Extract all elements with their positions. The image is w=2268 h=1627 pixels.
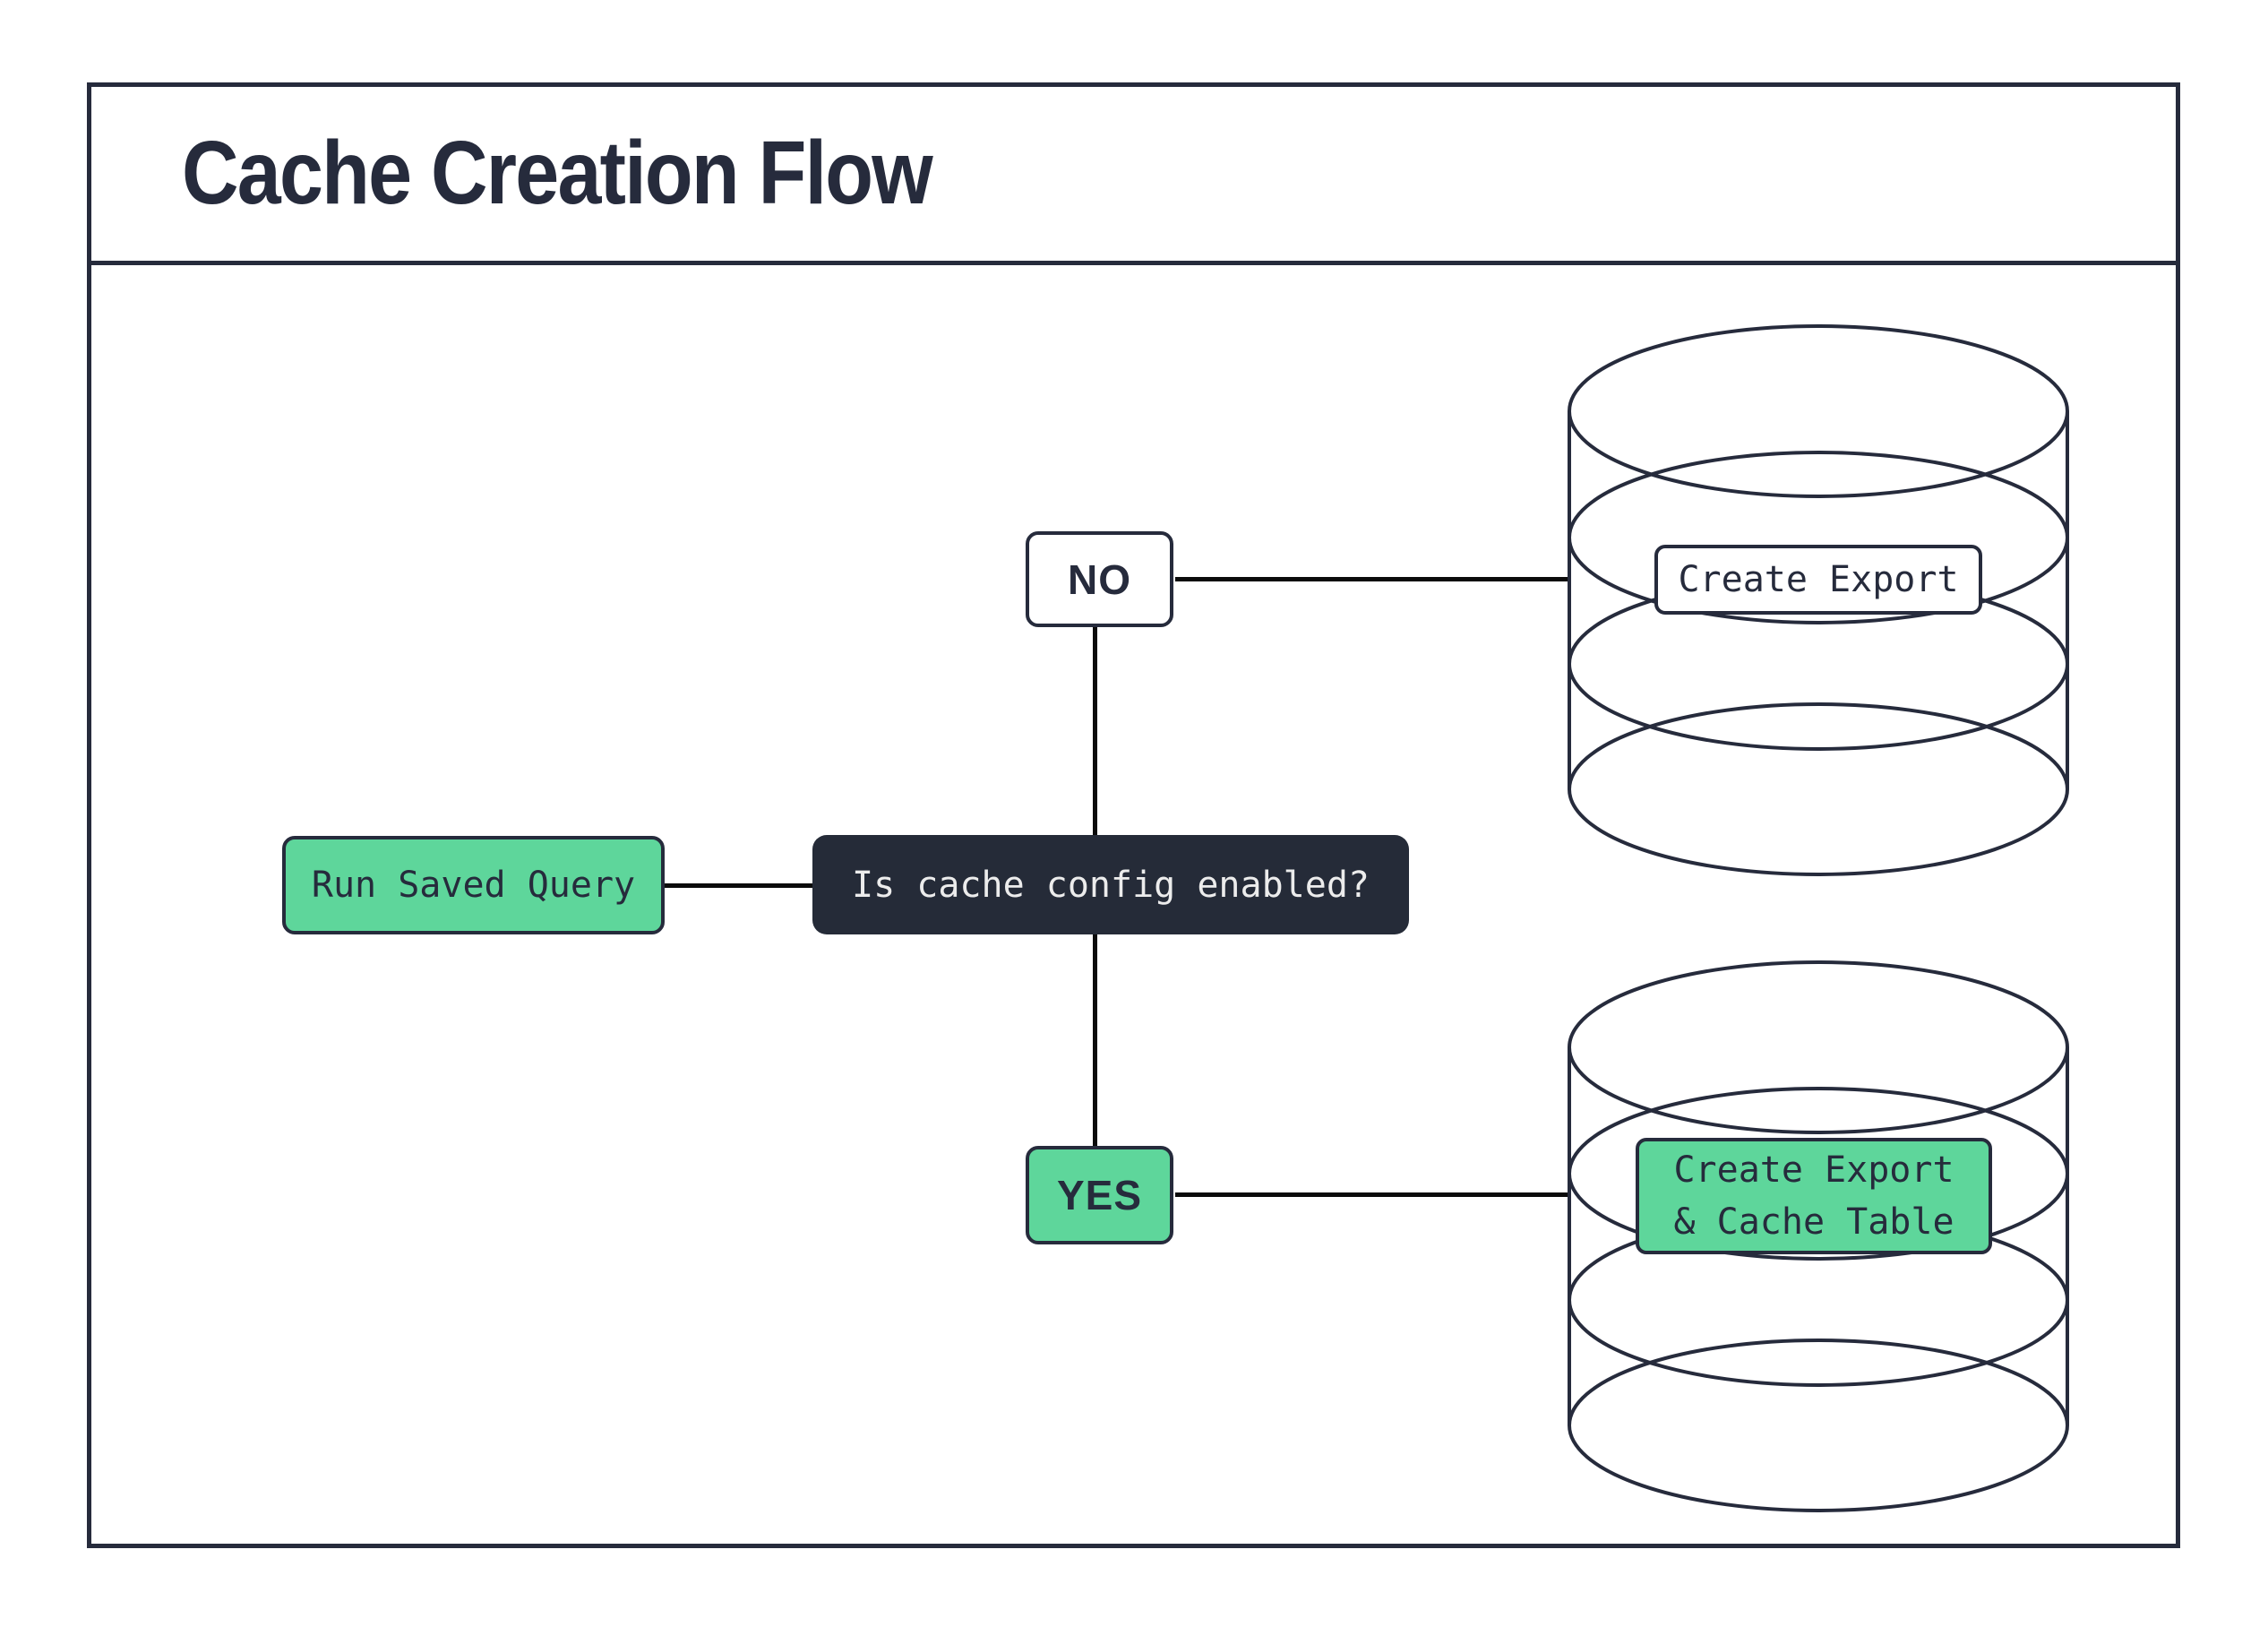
diagram-title: Cache Creation Flow	[182, 123, 933, 223]
label-create-export: Create Export	[1654, 545, 1982, 615]
node-branch-yes: YES	[1026, 1146, 1173, 1244]
node-branch-no-label: NO	[1068, 555, 1131, 603]
label-create-export-cache-line1: Create Export	[1673, 1149, 1954, 1191]
node-branch-yes-label: YES	[1056, 1172, 1143, 1218]
database-icon-yes-branch	[1568, 960, 2069, 1512]
connector-yes-to-database	[1175, 1192, 1568, 1197]
database-icon-no-branch	[1568, 324, 2069, 876]
node-decision-label: Is cache config enabled?	[852, 864, 1370, 906]
node-decision-cache-config: Is cache config enabled?	[812, 835, 1409, 934]
node-run-saved-query: Run Saved Query	[282, 836, 665, 934]
label-create-export-text: Create Export	[1678, 559, 1959, 600]
node-branch-no: NO	[1026, 531, 1173, 627]
label-create-export-cache-line2: & Cache Table	[1673, 1201, 1954, 1243]
connector-no-to-database	[1175, 577, 1568, 581]
node-run-saved-query-label: Run Saved Query	[311, 865, 636, 906]
connector-start-to-decision	[665, 883, 812, 888]
connector-decision-to-yes	[1093, 934, 1097, 1147]
connector-decision-to-no	[1093, 627, 1097, 837]
header-divider	[87, 261, 2180, 265]
label-create-export-cache-table: Create Export & Cache Table	[1636, 1138, 1992, 1254]
